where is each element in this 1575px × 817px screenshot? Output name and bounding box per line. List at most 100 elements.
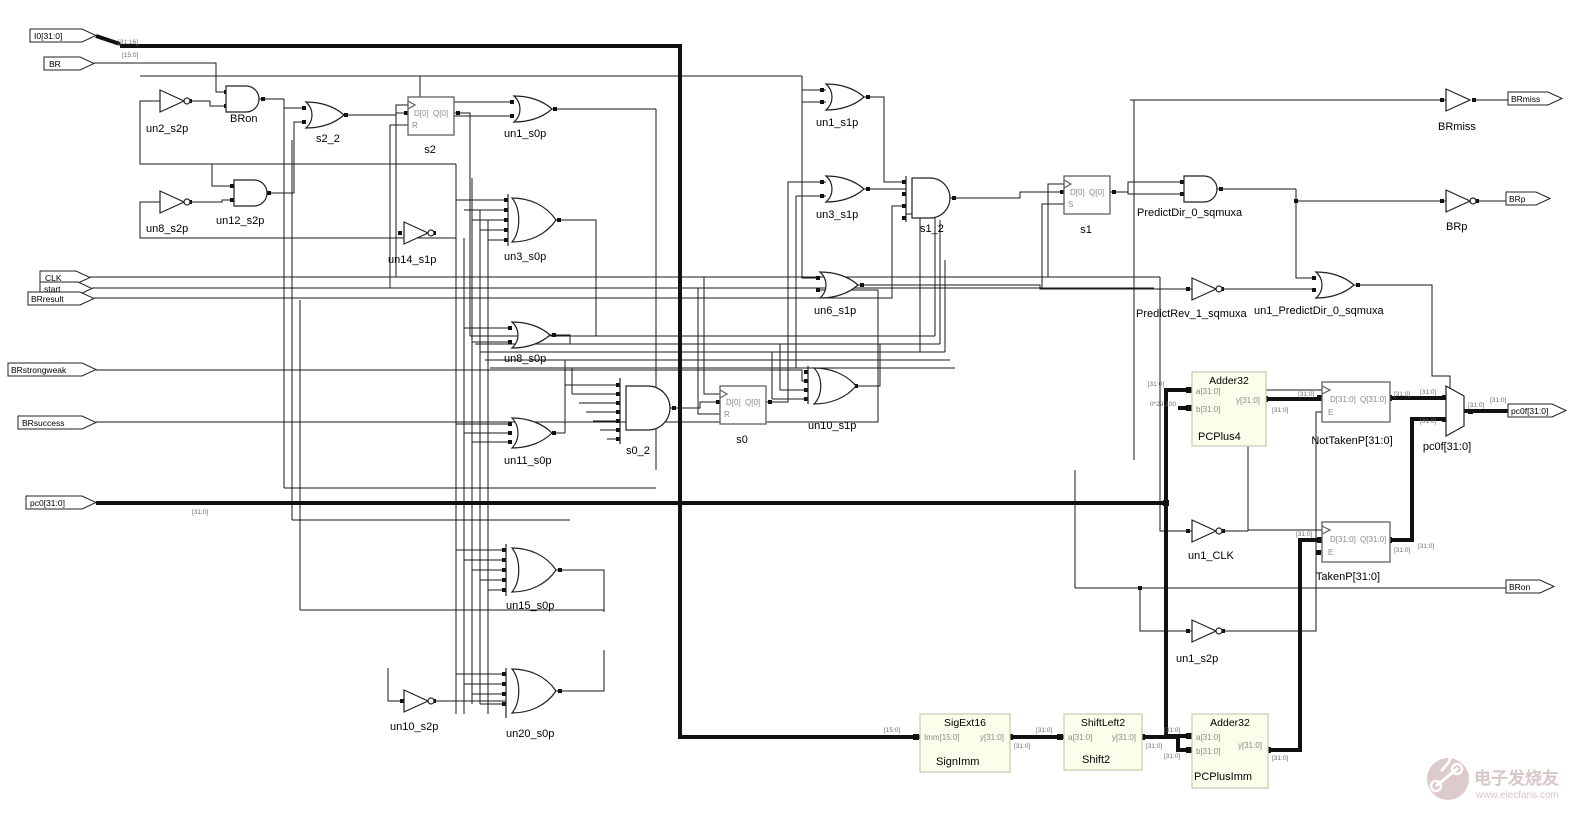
block-pcplus4[interactable]: Adder32 a[31:0] b[31:0] y[31:0] PCPlus4	[1191, 371, 1267, 447]
bus-label-pcplusimm-y: [31:0]	[1272, 755, 1288, 762]
bus-label-pcplusimm-b: [31:0]	[1164, 753, 1180, 760]
port-br-label: BR	[49, 59, 61, 69]
gate-un1_clk[interactable]: un1_CLK	[1188, 519, 1235, 562]
ff-s2-label: s2	[424, 144, 436, 156]
ff-s1[interactable]: D[0] Q[0] S s1	[1063, 175, 1111, 236]
port-brp-out-label: BRp	[1509, 194, 1526, 204]
block-pcplusimm-label: PCPlusImm	[1194, 771, 1252, 783]
gate-un14_s1p[interactable]: un14_s1p	[388, 221, 436, 266]
watermark-logo	[1427, 758, 1469, 800]
bus-label-shift2-a: [31:0]	[1036, 727, 1052, 734]
gate-un10_s1p-label: un10_s1p	[808, 420, 856, 432]
gate-s0_2[interactable]: s0_2	[619, 378, 671, 457]
block-signimm-in: Imm[15:0]	[924, 733, 960, 742]
port-brsuccess[interactable]: BRsuccess	[17, 415, 98, 430]
reg-takenp-q: Q[31:0]	[1360, 535, 1386, 544]
bus-label-tp-q: [31:0]	[1394, 547, 1410, 554]
gate-un15_s0p[interactable]: un15_s0p	[505, 544, 557, 612]
ff-s2[interactable]: D[0] Q[0] R s2	[407, 96, 455, 156]
gate-un8_s2p[interactable]: un8_s2p	[146, 190, 191, 235]
mux-pc0f[interactable]: pc0f[31:0]	[1423, 384, 1471, 453]
gate-un12_s2p[interactable]: un12_s2p	[216, 179, 268, 227]
gate-brmiss[interactable]: BRmiss	[1438, 88, 1476, 133]
gate-un1predictdir[interactable]: un1_PredictDir_0_sqmuxa	[1254, 271, 1385, 317]
bus-label-mux1: [31:0]	[1420, 418, 1436, 425]
port-br[interactable]: BR	[43, 56, 96, 71]
block-pcplusimm-y: y[31:0]	[1238, 741, 1262, 750]
gate-un20_s0p[interactable]: un20_s0p	[505, 668, 557, 740]
ff-s2-ctrl: R	[412, 121, 418, 130]
reg-takenp[interactable]: D[31:0] Q[31:0] E TakenP[31:0]	[1316, 521, 1391, 583]
reg-nottakenp-q: Q[31:0]	[1360, 395, 1386, 404]
bus-label-tp-d: [31:0]	[1296, 531, 1312, 538]
bus-label-i0hi: [31:16]	[118, 39, 138, 46]
block-signimm[interactable]: SigExt16 Imm[15:0] y[31:0] SignImm	[919, 713, 1011, 773]
port-i0-label: I0[31:0]	[34, 31, 62, 41]
gate-un1_s1p-label: un1_s1p	[816, 117, 858, 129]
ff-s0-ctrl: R	[724, 410, 730, 419]
ff-s2-q: Q[0]	[433, 109, 448, 118]
block-shift2-label: Shift2	[1082, 754, 1110, 766]
port-start-label: start	[44, 284, 61, 294]
port-brp-out[interactable]: BRp	[1505, 191, 1552, 206]
gate-un1_s2p[interactable]: un1_s2p	[1176, 619, 1223, 665]
watermark: 电子发烧友 www.elecfans.com	[1427, 755, 1559, 801]
reg-nottakenp[interactable]: D[31:0] Q[31:0] E NotTakenP[31:0]	[1311, 381, 1393, 447]
port-brmiss-out[interactable]: BRmiss	[1507, 91, 1564, 106]
gate-un10_s1p[interactable]: un10_s1p	[807, 366, 857, 432]
block-pcplus4-b: b[31:0]	[1196, 405, 1220, 414]
gate-s0_2-label: s0_2	[626, 445, 650, 457]
gate-un3_s1p[interactable]: un3_s1p	[816, 175, 865, 221]
gate-s1_2[interactable]: s1_2	[905, 176, 951, 235]
port-bron-out[interactable]: BRon	[1505, 579, 1556, 594]
bus-label-shift2-y: [31:0]	[1146, 743, 1162, 750]
gate-un8_s0p[interactable]: un8_s0p	[504, 321, 551, 365]
gate-un1_s1p[interactable]: un1_s1p	[816, 83, 865, 129]
gate-un3_s0p[interactable]: un3_s0p	[504, 194, 557, 263]
port-pc0[interactable]: pc0[31:0]	[25, 495, 98, 510]
gate-un1_s0p[interactable]: un1_s0p	[504, 95, 553, 140]
gate-s2_2-label: s2_2	[316, 133, 340, 145]
block-shift2[interactable]: ShiftLeft2 a[31:0] y[31:0] Shift2	[1063, 713, 1143, 771]
ff-s0-d: D[0]	[726, 398, 741, 407]
port-bron-out-label: BRon	[1509, 582, 1531, 592]
bus-label-pc0: [31:0]	[192, 509, 208, 516]
bus-label-pcplus4a: [31:0]	[1148, 381, 1164, 388]
ff-s0[interactable]: D[0] Q[0] R s0	[719, 385, 767, 446]
gate-predictdir[interactable]: PredictDir_0_sqmuxa	[1137, 175, 1243, 219]
gate-un10_s2p[interactable]: un10_s2p	[390, 689, 438, 733]
bus-label-mux0: [31:0]	[1420, 389, 1436, 396]
gate-predictrev[interactable]: PredictRev_1_sqmuxa	[1136, 277, 1248, 320]
gate-un11_s0p[interactable]: un11_s0p	[504, 417, 553, 467]
reg-takenp-d: D[31:0]	[1330, 535, 1356, 544]
gate-un12_s2p-label: un12_s2p	[216, 215, 264, 227]
gate-un6_s1p[interactable]: un6_s1p	[814, 271, 859, 317]
port-i0[interactable]: I0[31:0]	[29, 28, 98, 43]
block-pcplus4-label: PCPlus4	[1198, 431, 1241, 443]
port-brstrongweak-label: BRstrongweak	[11, 365, 67, 375]
reg-nottakenp-label: NotTakenP[31:0]	[1311, 435, 1392, 447]
block-pcplus4-a: a[31:0]	[1196, 387, 1220, 396]
gate-s2_2[interactable]: s2_2	[305, 101, 345, 145]
block-pcplus4-y: y[31:0]	[1236, 396, 1260, 405]
gate-un2_s2p[interactable]: un2_s2p	[146, 89, 191, 135]
port-brmiss-out-label: BRmiss	[1511, 94, 1540, 104]
gate-un3_s0p-label: un3_s0p	[504, 251, 546, 263]
output-ports: BRmiss BRp pc0f[31:0] BRon	[1505, 91, 1568, 594]
bus-label-i0lo: [15:0]	[122, 52, 138, 59]
gate-bron[interactable]: BRon	[225, 85, 260, 125]
block-signimm-out: y[31:0]	[980, 733, 1004, 742]
port-brresult[interactable]: BRresult	[27, 291, 96, 306]
port-pc0f-out[interactable]: pc0f[31:0]	[1507, 403, 1568, 418]
gate-un3_s1p-label: un3_s1p	[816, 209, 858, 221]
block-pcplusimm[interactable]: Adder32 a[31:0] b[31:0] y[31:0] PCPlusIm…	[1191, 713, 1269, 789]
reg-takenp-label: TakenP[31:0]	[1316, 571, 1380, 583]
ff-s1-q: Q[0]	[1089, 188, 1104, 197]
port-brresult-label: BRresult	[31, 294, 64, 304]
block-signimm-label: SignImm	[936, 756, 979, 768]
port-brstrongweak[interactable]: BRstrongweak	[7, 362, 98, 377]
ff-s1-label: s1	[1080, 224, 1092, 236]
gate-un1_s2p-label: un1_s2p	[1176, 653, 1218, 665]
gate-brp[interactable]: BRp	[1445, 189, 1477, 233]
watermark-site: www.elecfans.com	[1475, 790, 1559, 801]
